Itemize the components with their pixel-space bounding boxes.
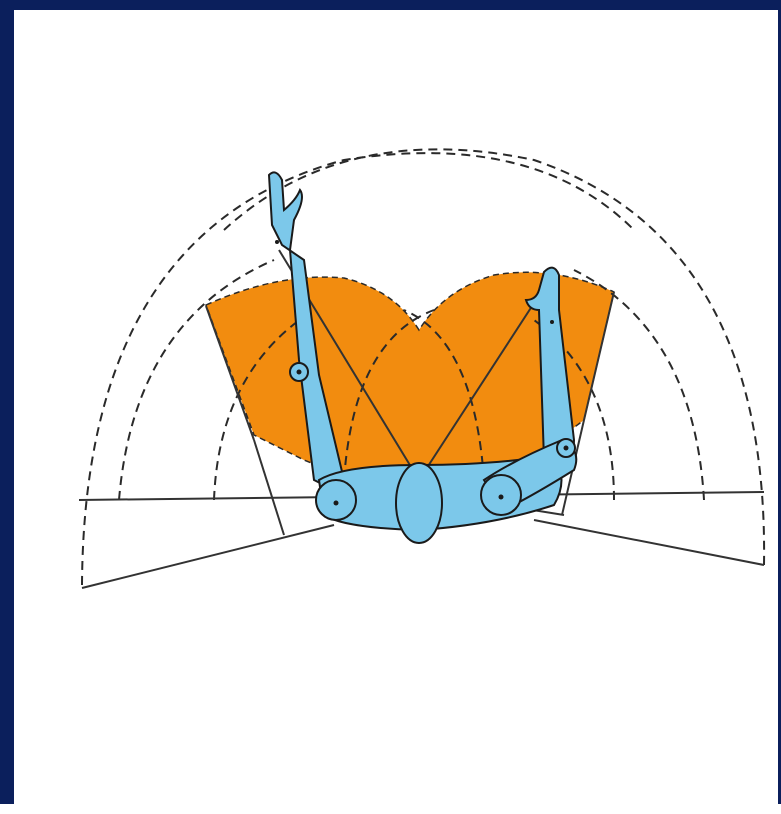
reach-envelope-diagram	[78, 148, 766, 589]
joint-markers	[275, 240, 569, 506]
